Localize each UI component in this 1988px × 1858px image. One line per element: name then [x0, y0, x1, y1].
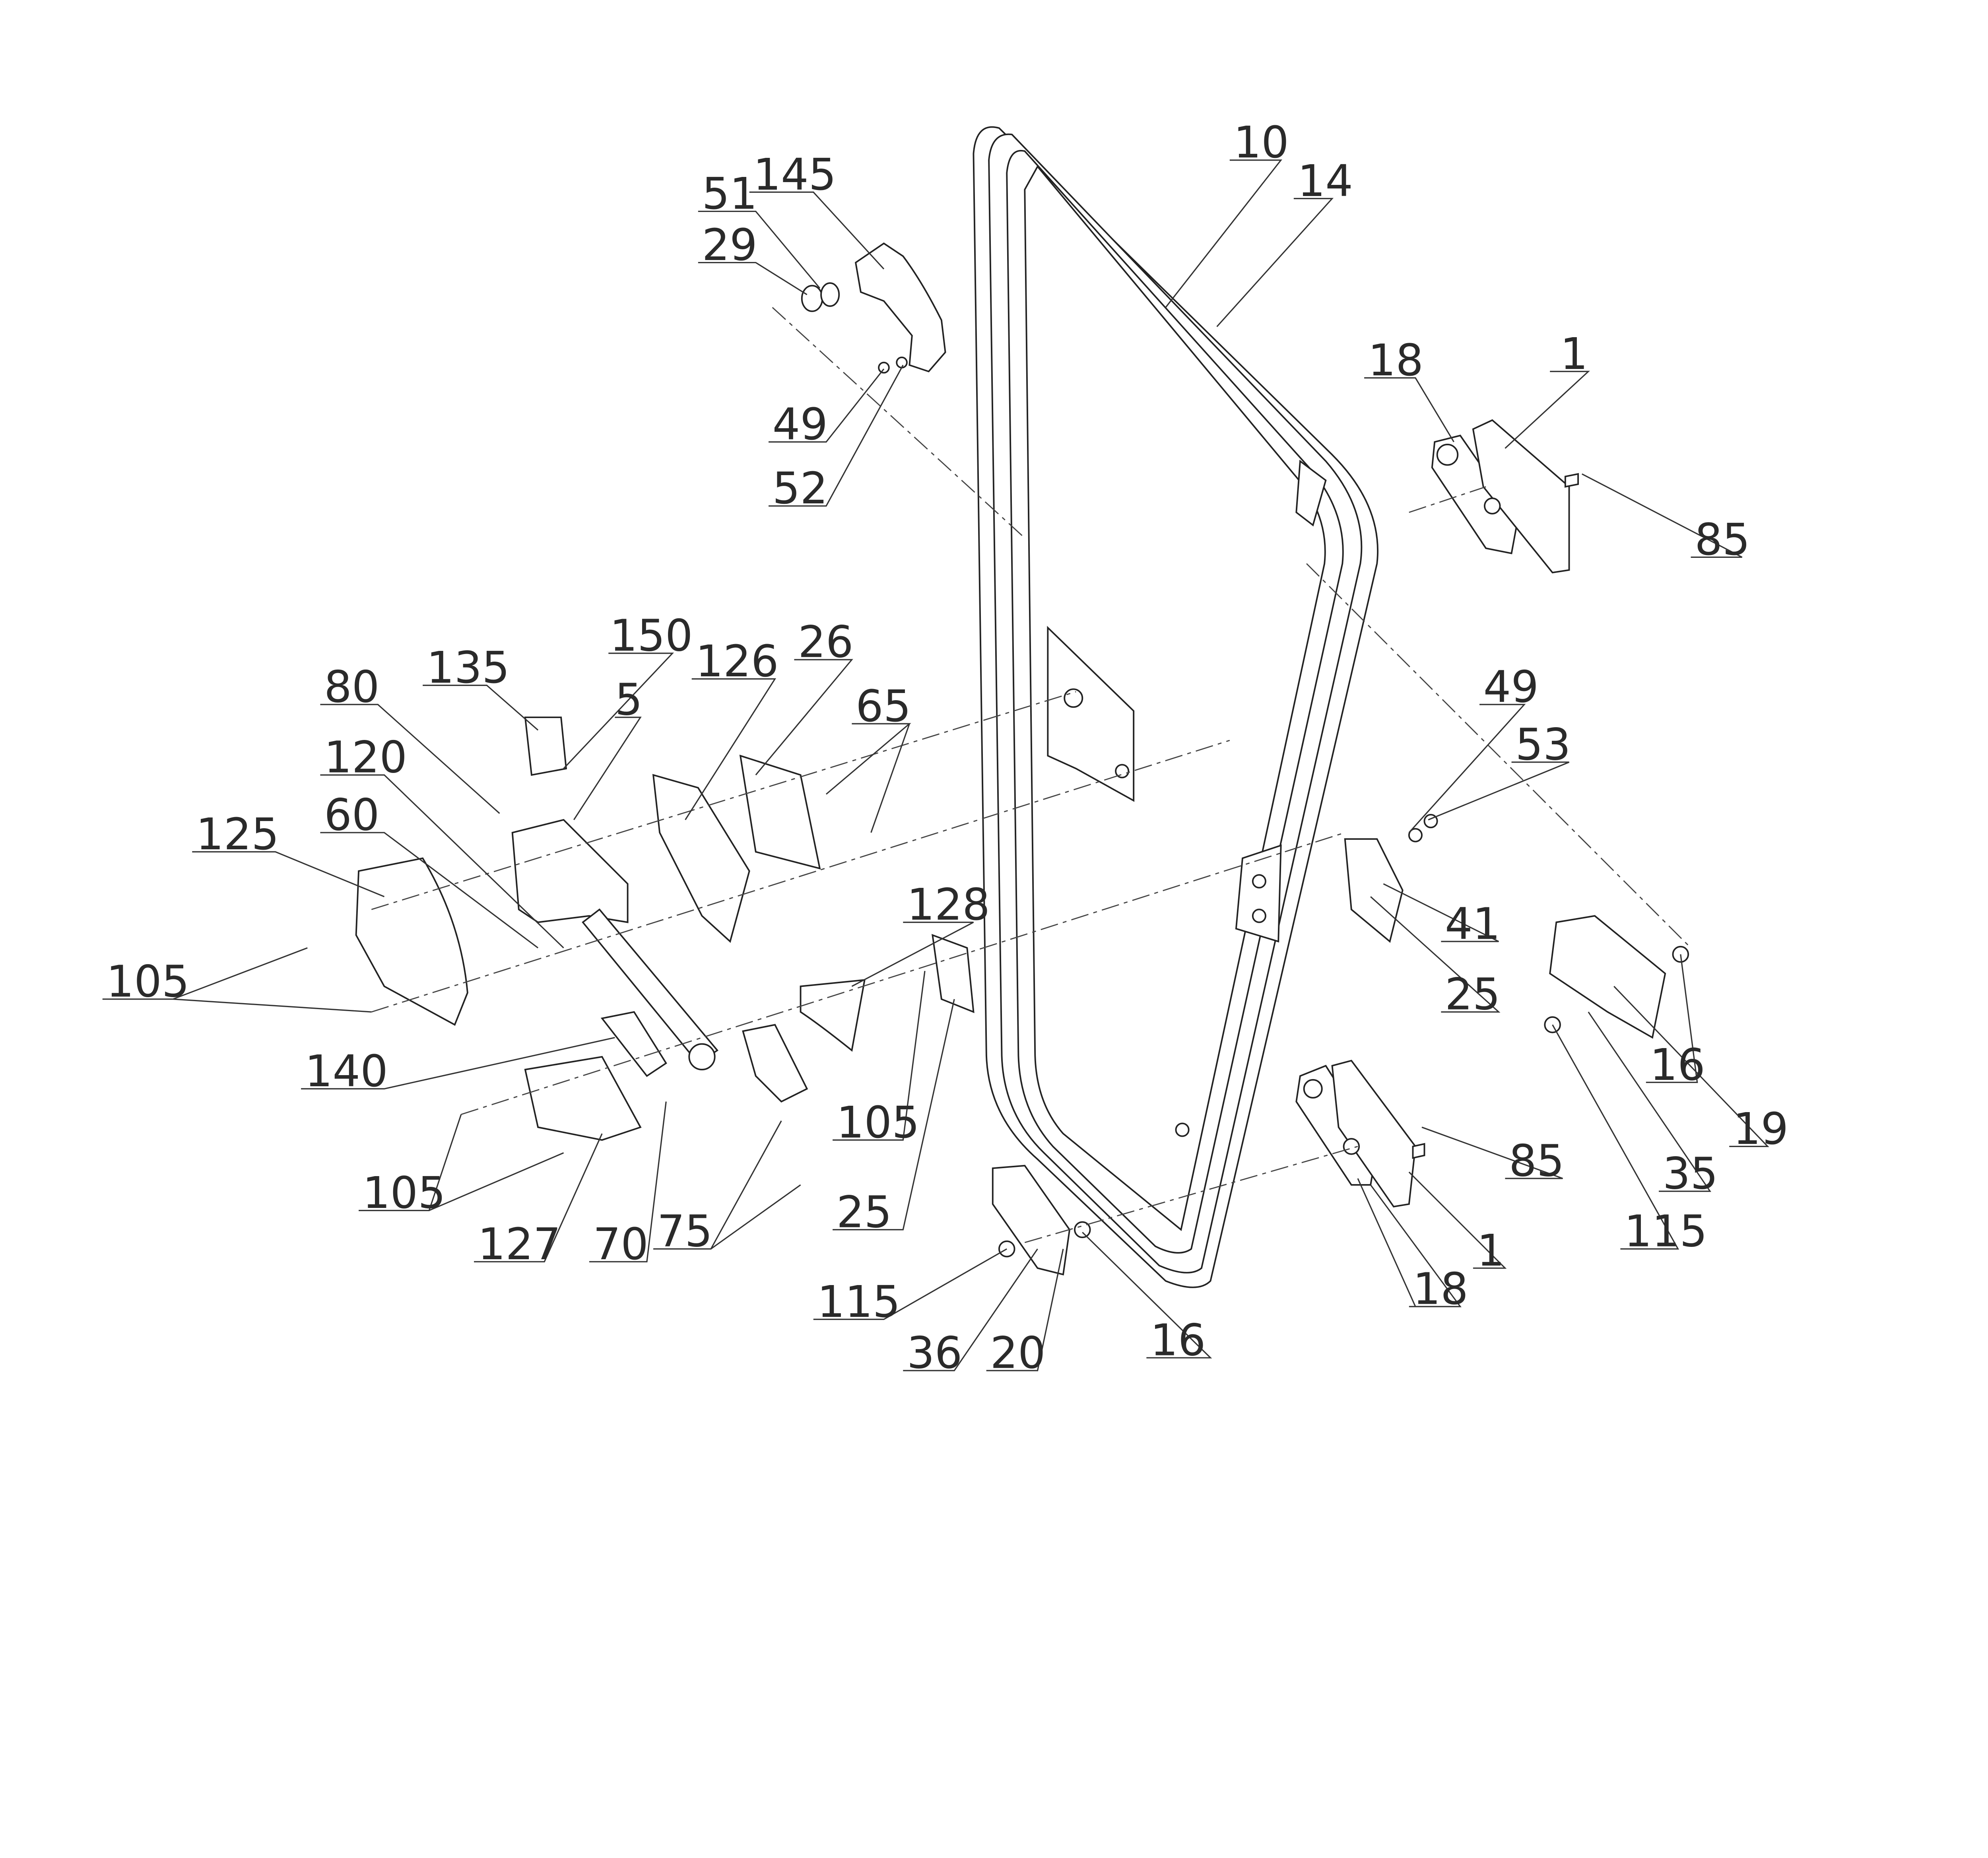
label-75: 75 [657, 1206, 712, 1257]
label-25: 25 [837, 1186, 892, 1237]
label-80: 80 [324, 661, 379, 712]
label-150: 150 [610, 610, 693, 661]
label-145: 145 [753, 149, 836, 200]
label-115: 115 [1624, 1206, 1707, 1257]
label-35: 35 [1663, 1148, 1718, 1199]
label-52: 52 [773, 463, 828, 514]
label-1: 1 [1560, 328, 1588, 379]
label-120: 120 [324, 732, 407, 783]
label-125: 125 [196, 809, 279, 860]
label-105: 105 [837, 1097, 920, 1148]
label-127: 127 [478, 1219, 561, 1270]
label-140: 140 [305, 1046, 388, 1097]
label-1: 1 [1477, 1225, 1505, 1276]
label-126: 126 [695, 636, 779, 687]
label-25: 25 [1445, 969, 1500, 1020]
label-105: 105 [363, 1167, 446, 1218]
label-18: 18 [1413, 1264, 1468, 1314]
label-10: 10 [1233, 117, 1289, 168]
label-29: 29 [702, 219, 757, 270]
label-51: 51 [702, 168, 757, 219]
door-handle [801, 242, 946, 374]
label-14: 14 [1298, 155, 1353, 206]
assembly-centerlines [371, 307, 1691, 1243]
label-49: 49 [773, 399, 828, 450]
label-18: 18 [1368, 335, 1423, 386]
label-85: 85 [1695, 514, 1750, 565]
label-70: 70 [593, 1219, 648, 1270]
label-36: 36 [907, 1328, 962, 1378]
door-frame [973, 126, 1378, 1288]
label-135: 135 [427, 642, 510, 693]
label-19: 19 [1733, 1103, 1788, 1154]
label-5: 5 [615, 674, 643, 725]
label-115: 115 [817, 1276, 900, 1327]
label-16: 16 [1650, 1039, 1705, 1090]
label-41: 41 [1445, 898, 1500, 949]
label-65: 65 [856, 681, 911, 732]
part-labels: 145 51 29 49 52 10 14 18 1 85 150 135 12… [106, 117, 1788, 1378]
label-128: 128 [907, 879, 990, 930]
diagram-canvas: 145 51 29 49 52 10 14 18 1 85 150 135 12… [102, 117, 1788, 1378]
label-105: 105 [106, 956, 189, 1007]
label-60: 60 [324, 790, 379, 841]
latch-assembly [355, 716, 1689, 1276]
leader-lines [102, 159, 1769, 1371]
label-53: 53 [1515, 719, 1571, 770]
upper-hinge [1431, 419, 1579, 574]
label-26: 26 [798, 617, 853, 668]
label-16: 16 [1150, 1315, 1206, 1366]
exploded-door-diagram: 145 51 29 49 52 10 14 18 1 85 150 135 12… [102, 117, 1788, 1378]
label-49: 49 [1483, 661, 1539, 712]
label-20: 20 [990, 1328, 1045, 1378]
label-85: 85 [1509, 1135, 1564, 1186]
